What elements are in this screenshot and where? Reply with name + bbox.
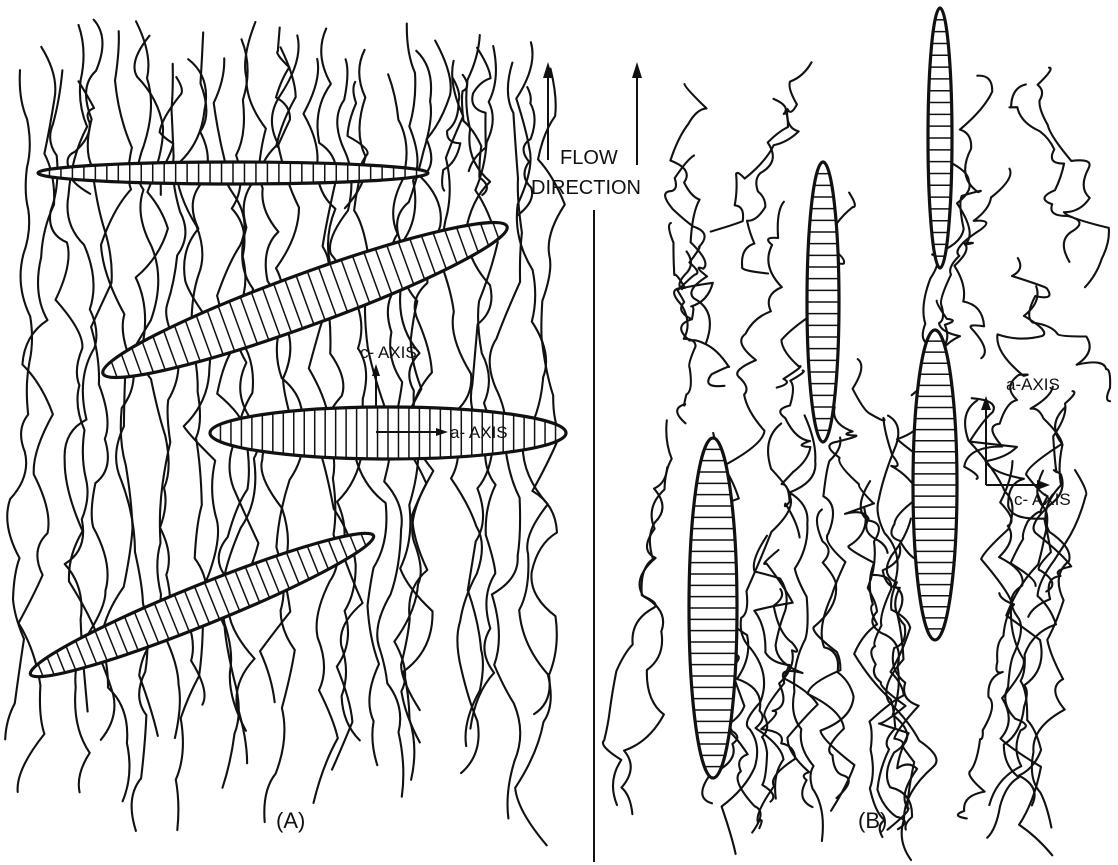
panel-a-lamella [38, 162, 428, 184]
polymer-chain [18, 47, 56, 792]
polymer-chain [101, 31, 134, 801]
polymer-chain [669, 223, 695, 423]
polymer-chain [465, 35, 495, 729]
polymer-chain [603, 467, 667, 805]
panel-b-a-axis-label: a-AXIS [1006, 375, 1060, 394]
polymer-chain [790, 415, 823, 841]
polymer-chain [65, 25, 97, 792]
panel-a-label: (A) [276, 808, 305, 833]
panel-a-a-axis-label: a- AXIS [450, 423, 508, 442]
polymer-chain [442, 78, 460, 190]
panel-b-lamella [928, 8, 952, 268]
polymer-chain [742, 99, 788, 274]
polymer-chain [711, 62, 812, 231]
polymer-chain [821, 438, 855, 811]
direction-label: DIRECTION [531, 177, 641, 199]
panel-b-lamella [913, 330, 957, 640]
panel-b-a-axis-arrow-icon [981, 396, 991, 485]
panel-b-polymer-chains [603, 62, 1110, 860]
polymer-chain [214, 58, 249, 731]
polymer-chain [758, 589, 798, 828]
panel-b-c-axis-label: c- AXIS [1014, 490, 1071, 509]
polymer-chain [1009, 84, 1079, 261]
flow-label: FLOW [560, 147, 618, 169]
polymer-chain [1038, 68, 1109, 288]
polymer-chain [1011, 387, 1063, 586]
panel-a-c-axis-label: c- AXIS [360, 343, 417, 362]
polymer-chain [276, 28, 290, 147]
panel-b-lamella [807, 162, 839, 442]
panel-b-label: (B) [858, 808, 887, 833]
panel-b-lamella [689, 438, 737, 778]
